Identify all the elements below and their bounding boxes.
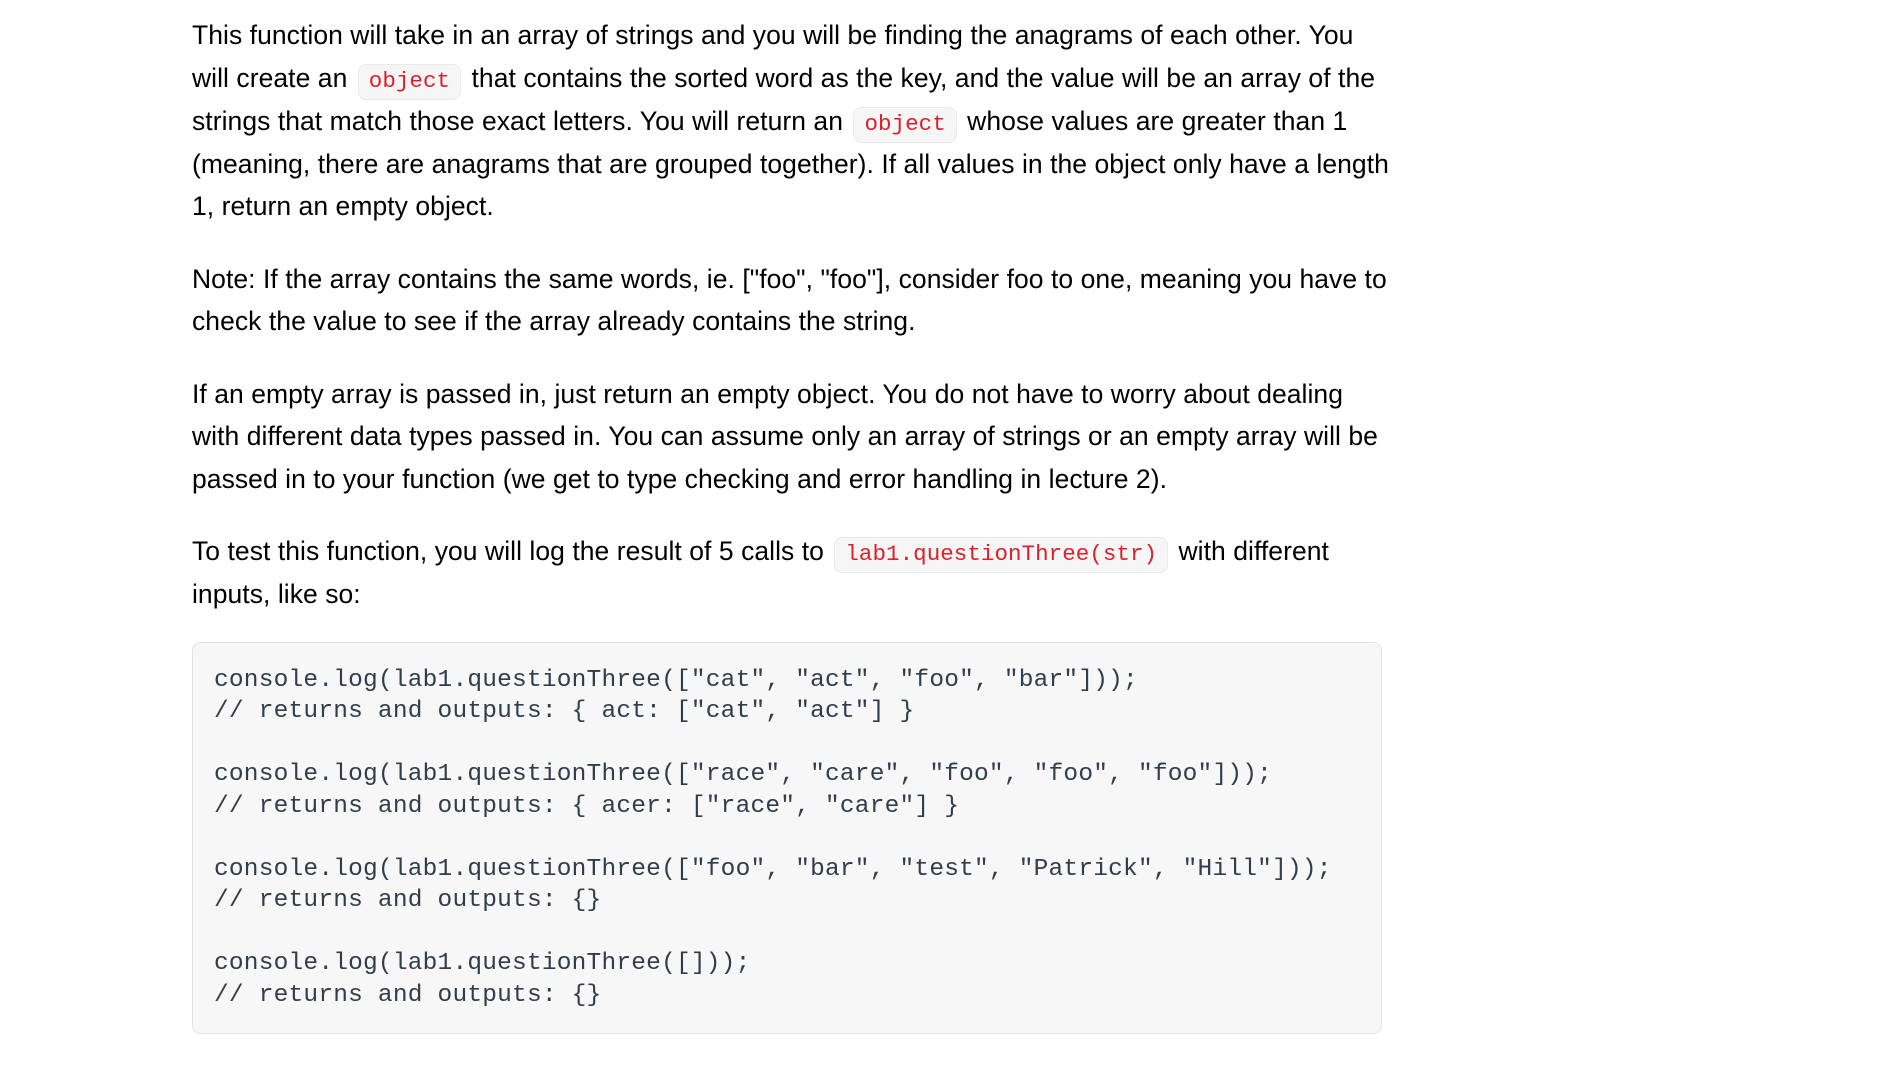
inline-code-question-three: lab1.questionThree(str) [834,537,1169,573]
paragraph-empty-array: If an empty array is passed in, just ret… [192,373,1392,501]
paragraph-text: This function will take in an array of s… [192,20,1354,93]
paragraph-intro: This function will take in an array of s… [192,14,1392,228]
paragraph-text: To test this function, you will log the … [192,536,832,566]
paragraph-text: Note: If the array contains the same wor… [192,263,1387,337]
code-block-content: console.log(lab1.questionThree(["cat", "… [214,666,1332,1009]
code-block[interactable]: console.log(lab1.questionThree(["cat", "… [192,641,1382,1034]
paragraph-text: that contains the sorted word as the key… [192,62,1376,136]
document-content: This function will take in an array of s… [192,14,1392,1034]
inline-code-object-2: object [853,106,957,143]
inline-code-object-1: object [357,63,462,100]
paragraph-test-intro: To test this function, you will log the … [192,530,1392,616]
paragraph-text: whose values are greater than 1 (meaning… [192,105,1389,222]
document-page: This function will take in an array of s… [192,14,1392,1034]
paragraph-text: with different inputs, like so: [192,536,1329,609]
paragraph-note: Note: If the array contains the same wor… [192,258,1392,343]
paragraph-text: If an empty array is passed in, just ret… [192,378,1378,494]
